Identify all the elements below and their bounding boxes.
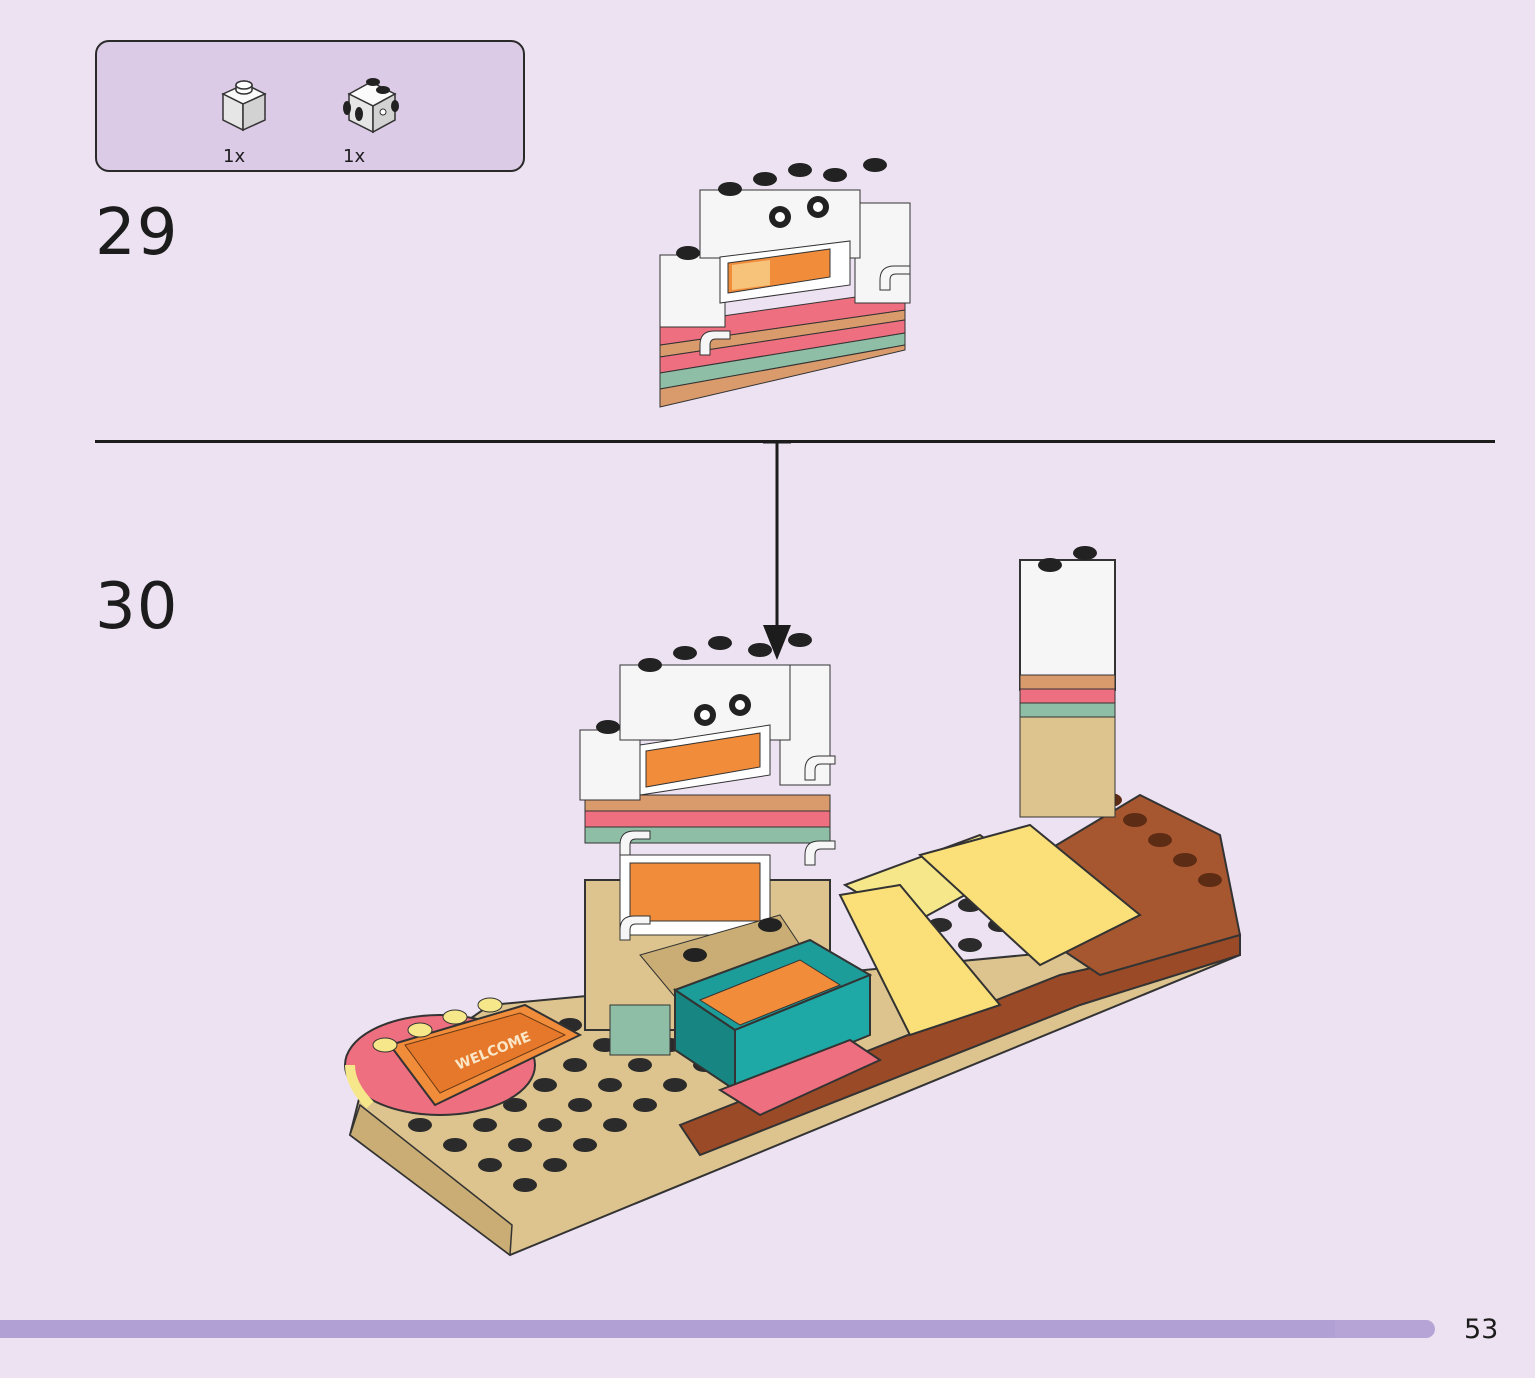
- part-qty: 1x: [343, 146, 366, 167]
- part-qty: 1x: [223, 146, 246, 167]
- page-number: 53: [1464, 1314, 1499, 1345]
- page-progress-fill: [0, 1320, 1335, 1338]
- page-progress-bar: [0, 1320, 1435, 1338]
- parts-callout: 1x 1x: [95, 40, 525, 172]
- step-29-subassembly: [659, 158, 911, 408]
- step-number: 30: [95, 570, 179, 644]
- white-brick-1x1-icon: [221, 80, 267, 132]
- part-white-brick-1x1: 1x: [217, 72, 277, 167]
- white-brick-side-studs-icon: [343, 78, 399, 134]
- step-30-model: WELCOME: [344, 546, 1242, 1257]
- part-white-brick-side-studs: 1x: [337, 66, 399, 167]
- step-number: 29: [95, 196, 179, 270]
- step-divider: [95, 440, 1495, 443]
- placement-arrow: [763, 440, 791, 660]
